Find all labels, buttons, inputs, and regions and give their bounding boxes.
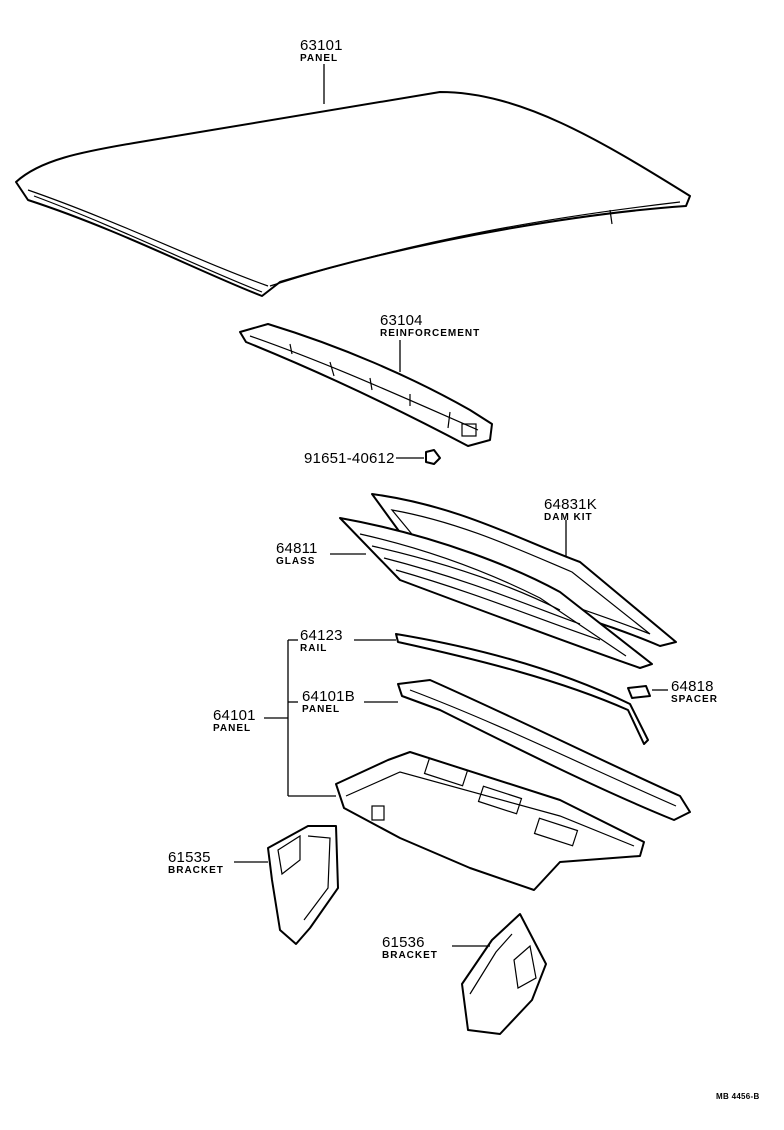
part-label-64831K: 64831K DAM KIT: [544, 496, 597, 523]
part-label-63101: 63101 PANEL: [300, 37, 343, 64]
part-label-64123: 64123 RAIL: [300, 627, 343, 654]
part-label-63104: 63104 REINFORCEMENT: [380, 312, 481, 339]
spacer-icon: [627, 685, 668, 699]
bracket-left-icon: [234, 825, 339, 945]
roof-panel-icon: [15, 91, 691, 297]
drawing-code: MB 4456-B: [716, 1092, 760, 1101]
part-label-61536: 61536 BRACKET: [382, 934, 438, 961]
part-label-64818: 64818 SPACER: [671, 678, 718, 705]
part-label-64811: 64811 GLASS: [276, 540, 318, 567]
bracket-right-icon: [452, 913, 547, 1035]
part-label-91651-40612: 91651-40612: [304, 450, 395, 467]
glass-icon: [330, 517, 653, 669]
back-panel-icon: [335, 751, 645, 891]
part-label-61535: 61535 BRACKET: [168, 849, 224, 876]
part-label-64101B: 64101B PANEL: [302, 688, 355, 715]
part-label-64101: 64101 PANEL: [213, 707, 256, 734]
package-tray-panel-icon: [364, 679, 691, 821]
panel-group-bracket: [264, 639, 336, 797]
bolt-icon: [396, 449, 441, 465]
rail-icon: [354, 633, 649, 745]
reinforcement-icon: [239, 323, 493, 447]
